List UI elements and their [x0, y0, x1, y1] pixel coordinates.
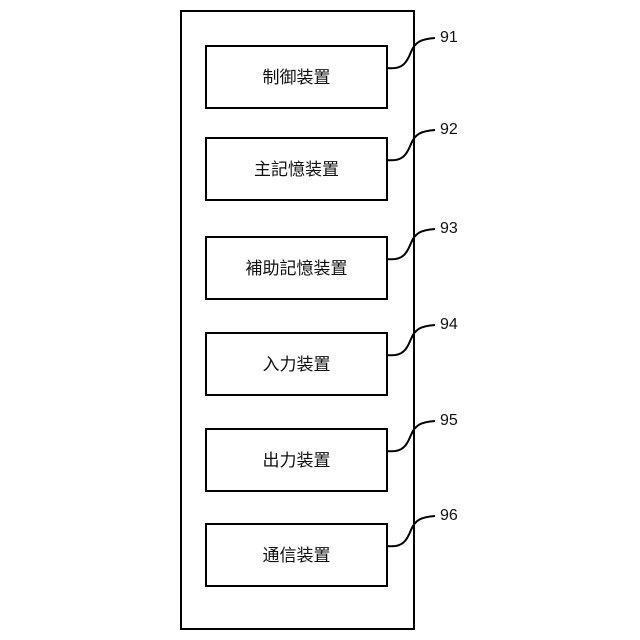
reference-number: 91 [440, 29, 458, 46]
component-label: 制御装置 [263, 68, 331, 88]
component-label: 通信装置 [263, 546, 331, 566]
component-label: 出力装置 [263, 451, 331, 471]
reference-number: 95 [440, 412, 458, 429]
reference-number: 96 [440, 507, 458, 524]
reference-number: 92 [440, 121, 458, 138]
component-label: 主記憶装置 [254, 160, 339, 180]
component-label: 入力装置 [263, 355, 331, 375]
reference-number: 93 [440, 220, 458, 237]
component-label: 補助記憶装置 [246, 259, 348, 279]
reference-number: 94 [440, 316, 458, 333]
